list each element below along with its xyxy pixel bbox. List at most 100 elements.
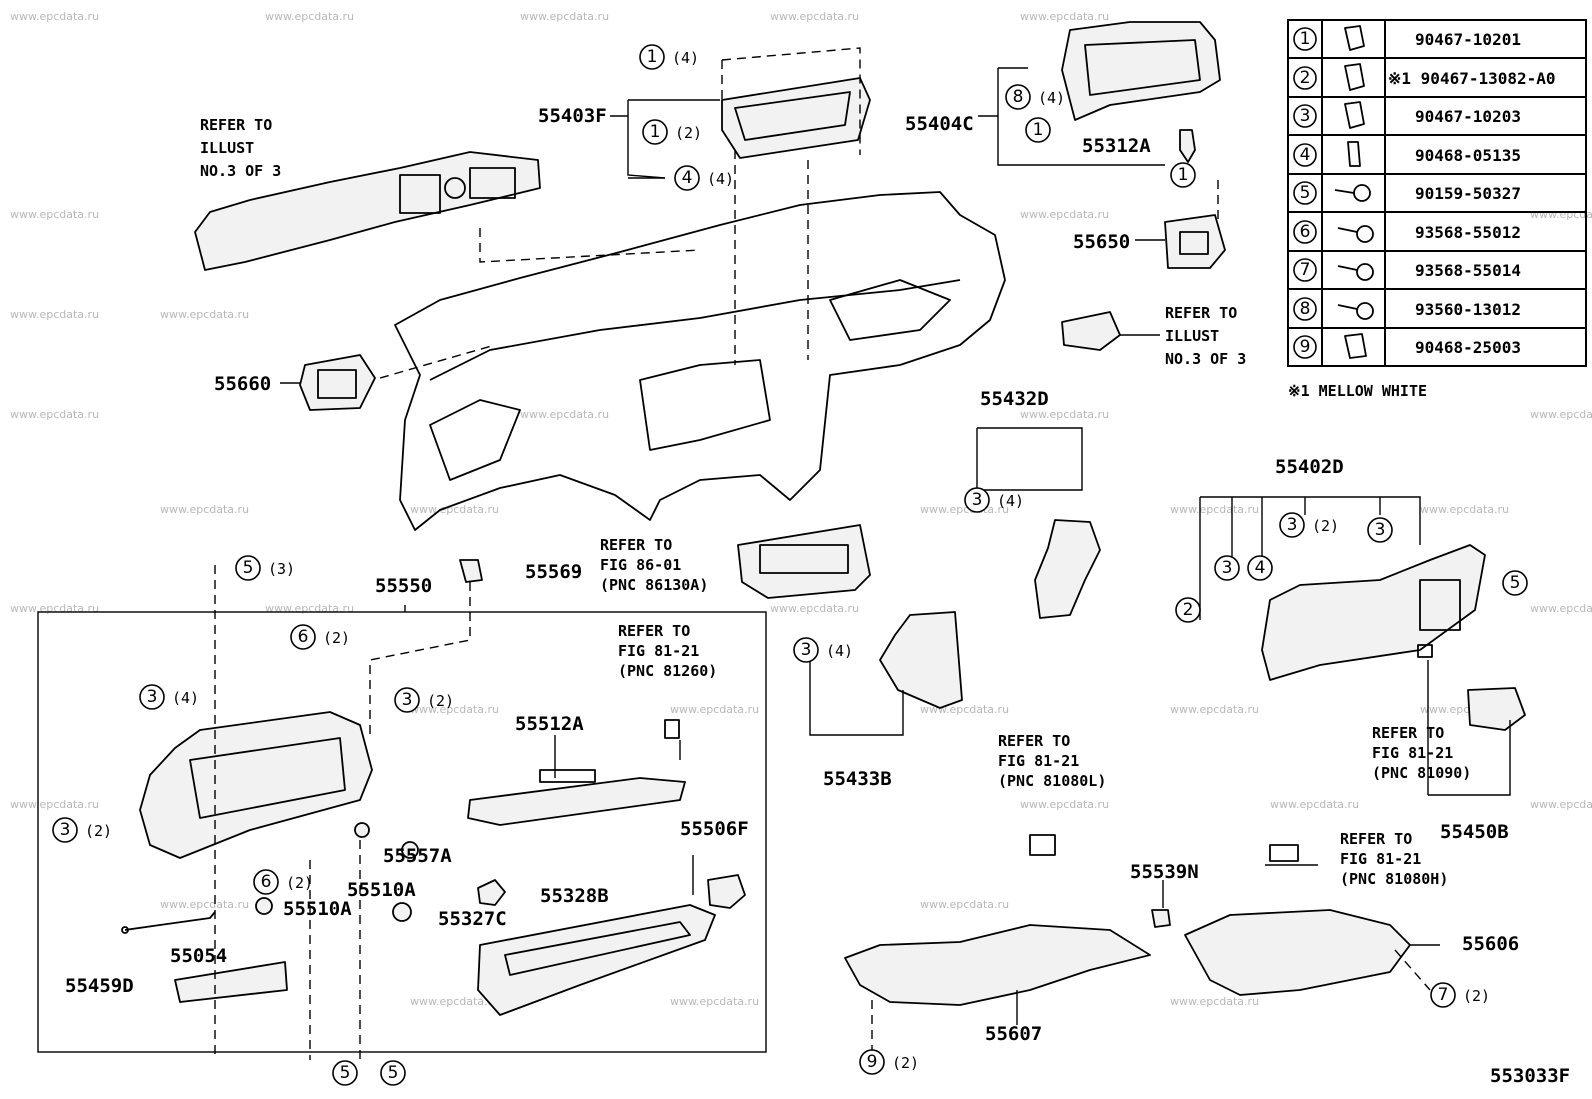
svg-text:4: 4 [1300, 145, 1311, 165]
svg-text:(4): (4) [172, 689, 199, 707]
ref-note-81090: REFER TO FIG 81-21 (PNC 81090) [1372, 724, 1471, 782]
callout: 6(2) [253, 869, 313, 895]
undercover-55607-drawing [844, 924, 1151, 1006]
vent-grille [317, 369, 357, 399]
svg-text:REFER TO: REFER TO [998, 732, 1070, 750]
watermark: www.epcdata.ru [1020, 408, 1109, 421]
callout: 7(2) [1430, 982, 1490, 1008]
part-label: 55459D [65, 975, 134, 997]
hood-window [1084, 39, 1201, 96]
svg-text:3: 3 [1300, 106, 1311, 126]
svg-text:1: 1 [647, 47, 658, 67]
screw-icon [1356, 225, 1374, 243]
callout: 9(2) [859, 1049, 919, 1075]
panel-55432D-drawing [1034, 519, 1101, 619]
connector-81080L [1029, 834, 1056, 856]
ref-note-86-01: REFER TO FIG 86-01 (PNC 86130A) [600, 536, 708, 594]
watermark: www.epcdata.ru [10, 308, 99, 321]
svg-text:1: 1 [1300, 29, 1311, 49]
svg-text:(2): (2) [675, 124, 702, 142]
bumper-55510A-drawing [255, 897, 273, 915]
svg-text:(PNC 86130A): (PNC 86130A) [600, 576, 708, 594]
svg-text:4: 4 [1255, 558, 1266, 578]
glovebox-door-drawing [477, 904, 716, 1016]
callout: 3 [1367, 517, 1393, 543]
svg-text:6: 6 [261, 872, 272, 892]
hood-55404C-drawing [1061, 21, 1221, 121]
part-label: 55512A [515, 713, 584, 735]
watermark: www.epcdata.ru [670, 995, 759, 1008]
svg-text:1: 1 [1178, 165, 1189, 185]
svg-text:3: 3 [801, 640, 812, 660]
watermark: www.epcdata.ru [1270, 798, 1359, 811]
callout: 1(2) [642, 119, 702, 145]
part-label: 55650 [1073, 231, 1130, 253]
svg-text:3: 3 [147, 687, 158, 707]
cover-55433B-drawing [879, 611, 963, 709]
svg-text:(2): (2) [892, 1054, 919, 1072]
clip-55539N-drawing [1151, 909, 1171, 928]
glovebox-frame-55550-drawing [139, 711, 373, 859]
watermark: www.epcdata.ru [1020, 798, 1109, 811]
svg-text:90468-05135: 90468-05135 [1415, 146, 1521, 165]
svg-text:93568-55012: 93568-55012 [1415, 223, 1521, 242]
watermark: www.epcdata.ru [520, 408, 609, 421]
watermark: www.epcdata.ru [10, 408, 99, 421]
door-edge [504, 921, 691, 976]
svg-text:(2): (2) [323, 629, 350, 647]
svg-text:FIG 81-21: FIG 81-21 [1372, 744, 1453, 762]
svg-text:(PNC 81080H): (PNC 81080H) [1340, 870, 1448, 888]
reference-notes: REFER TO ILLUST NO.3 OF 3 REFER TO ILLUS… [200, 116, 1471, 888]
callout: 3 [1214, 555, 1240, 581]
clip-55312A-drawing [1179, 129, 1196, 163]
watermark: www.epcdata.ru [10, 208, 99, 221]
vent-grille [1179, 231, 1209, 255]
ref-note-illust-right: REFER TO ILLUST NO.3 OF 3 [1165, 304, 1246, 368]
watermark: www.epcdata.ru [1530, 208, 1592, 221]
svg-text:FIG 86-01: FIG 86-01 [600, 556, 681, 574]
svg-text:2: 2 [1183, 600, 1194, 620]
clip-icon [1344, 63, 1365, 91]
watermark: www.epcdata.ru [920, 898, 1009, 911]
part-label: 55569 [525, 561, 582, 583]
watermark: www.epcdata.ru [10, 10, 99, 23]
knob-55328B-drawing [477, 879, 506, 906]
svg-text:(4): (4) [1038, 89, 1065, 107]
svg-text:REFER TO: REFER TO [200, 116, 272, 134]
ref-note-81260: REFER TO FIG 81-21 (PNC 81260) [618, 622, 717, 680]
watermark: www.epcdata.ru [1020, 208, 1109, 221]
callout: 5(3) [235, 555, 295, 581]
svg-text:1: 1 [1033, 120, 1044, 140]
watermark: www.epcdata.ru [1530, 798, 1592, 811]
vent-slot [469, 167, 516, 199]
part-label: 55403F [538, 105, 607, 127]
watermark: www.epcdata.ru [410, 995, 499, 1008]
clip-icon [1344, 25, 1365, 51]
instrument-panel-drawing [394, 191, 1006, 531]
screw-icon [1353, 184, 1371, 202]
clip-icon [1344, 101, 1365, 129]
watermark: www.epcdata.ru [520, 10, 609, 23]
dash-right-cavity [829, 279, 951, 341]
callout: 5 [332, 1060, 358, 1086]
svg-text:(PNC 81090): (PNC 81090) [1372, 764, 1471, 782]
vent-55660-drawing [299, 354, 376, 411]
screw-icon [1356, 302, 1374, 320]
watermark: www.epcdata.ru [770, 602, 859, 615]
svg-text:8: 8 [1013, 87, 1024, 107]
dash-inner-line [429, 279, 961, 381]
connector-81260 [664, 719, 680, 739]
svg-text:(2): (2) [427, 692, 454, 710]
svg-text:4: 4 [682, 168, 693, 188]
watermark: www.epcdata.ru [1420, 503, 1509, 516]
ref-note-illust-left: REFER TO ILLUST NO.3 OF 3 [200, 116, 281, 180]
part-label: 55450B [1440, 821, 1509, 843]
svg-text:REFER TO: REFER TO [600, 536, 672, 554]
diagram-code: 553033F [1490, 1065, 1570, 1087]
part-label: 55433B [823, 768, 892, 790]
bumper-55510A-drawing [354, 822, 370, 838]
watermark: www.epcdata.ru [1170, 995, 1259, 1008]
